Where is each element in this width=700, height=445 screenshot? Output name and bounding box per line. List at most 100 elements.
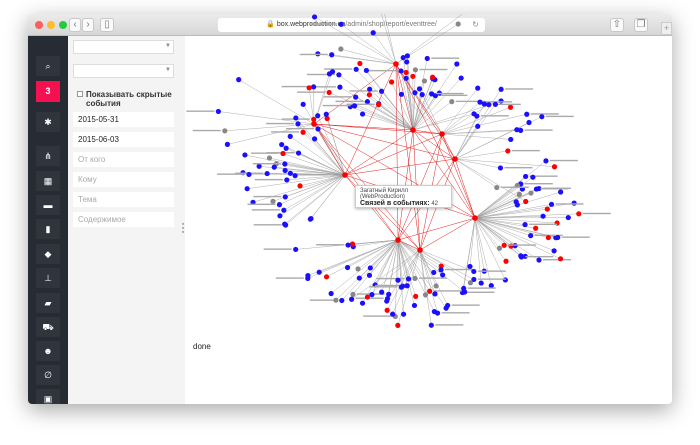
new-tab-button[interactable]: + xyxy=(661,22,672,35)
graph-node[interactable] xyxy=(369,292,375,298)
graph-node[interactable] xyxy=(434,310,441,316)
from-input[interactable] xyxy=(73,152,174,167)
graph-node[interactable] xyxy=(266,155,273,161)
graph-node[interactable] xyxy=(328,290,334,297)
graph-node[interactable] xyxy=(571,200,577,206)
graph-node[interactable] xyxy=(544,206,550,212)
graph-node[interactable] xyxy=(398,68,404,74)
graph-node[interactable] xyxy=(336,72,342,78)
close-window-button[interactable] xyxy=(35,21,43,29)
graph-node[interactable] xyxy=(311,14,318,20)
cart-nav-button[interactable]: ⛟ xyxy=(36,317,60,337)
users-nav-button[interactable]: ☻ xyxy=(36,341,60,361)
hub-node[interactable] xyxy=(393,61,399,67)
graph-node[interactable] xyxy=(558,189,564,195)
graph-node[interactable] xyxy=(277,213,283,219)
graph-node[interactable] xyxy=(449,99,455,105)
graph-node[interactable] xyxy=(315,126,321,132)
paperclip-nav-button[interactable]: ∅ xyxy=(36,365,60,385)
content-input[interactable] xyxy=(73,212,174,227)
graph-node[interactable] xyxy=(400,55,406,61)
graph-node[interactable] xyxy=(421,78,428,84)
graph-node[interactable] xyxy=(338,21,344,27)
graph-node[interactable] xyxy=(297,183,303,189)
graph-node[interactable] xyxy=(430,74,436,80)
graph-node[interactable] xyxy=(282,161,288,167)
date-to-input[interactable] xyxy=(73,132,174,147)
briefcase-nav-button[interactable]: ▬ xyxy=(36,195,60,215)
graph-node[interactable] xyxy=(293,246,299,253)
graph-node[interactable] xyxy=(498,86,504,92)
graph-node[interactable] xyxy=(536,257,542,263)
share-icon[interactable]: ⇧ xyxy=(610,18,624,32)
graph-node[interactable] xyxy=(523,198,529,205)
calendar-nav-button[interactable]: ▦ xyxy=(36,171,60,191)
graph-node[interactable] xyxy=(316,269,322,275)
filter-select-2[interactable]: ▼ xyxy=(73,64,174,78)
graph-node[interactable] xyxy=(551,164,558,170)
graph-node[interactable] xyxy=(224,141,231,147)
graph-node[interactable] xyxy=(416,86,423,92)
folder-nav-button[interactable]: ▰ xyxy=(36,293,60,313)
graph-node[interactable] xyxy=(323,111,329,117)
graph-node[interactable] xyxy=(364,99,371,105)
graph-node[interactable] xyxy=(282,194,288,200)
graph-node[interactable] xyxy=(492,101,499,107)
graph-node[interactable] xyxy=(462,289,468,295)
graph-node[interactable] xyxy=(508,136,514,143)
graph-node[interactable] xyxy=(518,127,524,133)
graph-node[interactable] xyxy=(540,213,546,219)
graph-node[interactable] xyxy=(475,123,481,129)
graph-node[interactable] xyxy=(412,275,418,282)
graph-node[interactable] xyxy=(522,222,528,228)
graph-node[interactable] xyxy=(428,322,434,328)
graph-node[interactable] xyxy=(518,254,524,260)
graph-node[interactable] xyxy=(467,280,474,286)
graph-node[interactable] xyxy=(351,103,358,109)
graph-node[interactable] xyxy=(403,69,409,76)
graph-node[interactable] xyxy=(486,102,492,108)
graph-node[interactable] xyxy=(270,198,276,204)
graph-node[interactable] xyxy=(412,67,418,73)
graph-node[interactable] xyxy=(329,52,335,58)
graph-node[interactable] xyxy=(429,91,435,97)
graph-node[interactable] xyxy=(353,94,359,100)
graph-node[interactable] xyxy=(282,221,288,227)
graph-node[interactable] xyxy=(283,145,289,151)
graph-node[interactable] xyxy=(543,158,549,164)
graph-node[interactable] xyxy=(367,265,373,271)
graph-node[interactable] xyxy=(357,60,363,67)
graph-node[interactable] xyxy=(526,119,532,126)
graph-node[interactable] xyxy=(356,275,362,281)
graph-node[interactable] xyxy=(390,311,396,317)
structure-nav-button[interactable]: ⋔ xyxy=(36,146,60,166)
panel-resize-handle[interactable]: ■■■ xyxy=(182,221,185,234)
graph-node[interactable] xyxy=(475,85,481,91)
graph-node[interactable] xyxy=(295,121,301,127)
graph-node[interactable] xyxy=(533,225,539,231)
graph-node[interactable] xyxy=(565,214,571,221)
graph-node[interactable] xyxy=(300,101,306,107)
gift-nav-button[interactable]: ▣ xyxy=(36,389,60,404)
graph-node[interactable] xyxy=(300,129,306,135)
forward-button[interactable]: › xyxy=(82,18,94,32)
graph-node[interactable] xyxy=(422,292,429,298)
graph-node[interactable] xyxy=(367,86,373,92)
graph-node[interactable] xyxy=(498,98,504,104)
graph-node[interactable] xyxy=(250,199,256,205)
graph-node[interactable] xyxy=(333,297,339,303)
minimize-window-button[interactable] xyxy=(47,21,55,29)
graph-node[interactable] xyxy=(242,152,248,158)
graph-node[interactable] xyxy=(271,164,277,170)
graph-node[interactable] xyxy=(311,84,317,90)
checkbox-box[interactable] xyxy=(77,91,83,97)
graph-node[interactable] xyxy=(305,273,311,279)
graph-node[interactable] xyxy=(355,266,361,272)
graph-node[interactable] xyxy=(395,322,401,328)
graph-node[interactable] xyxy=(557,256,564,262)
graph-node[interactable] xyxy=(366,92,372,98)
graph-node[interactable] xyxy=(481,101,487,107)
graph-node[interactable] xyxy=(279,141,285,148)
tabs-icon[interactable]: ❐ xyxy=(634,18,648,32)
graph-node[interactable] xyxy=(530,174,536,180)
